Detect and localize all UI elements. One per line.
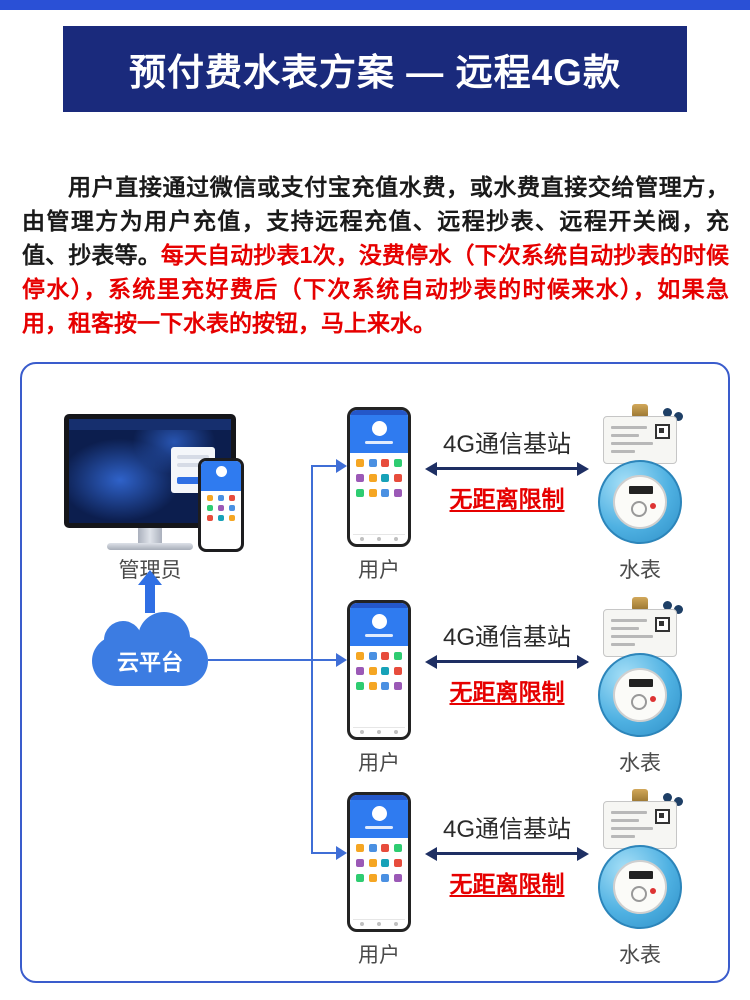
admin-monitor-icon [64,414,236,528]
meter-label: 水表 [619,944,661,967]
intro-paragraph: 用户直接通过微信或支付宝充值水费，或水费直接交给管理方，由管理方为用户充值，支持… [22,170,729,340]
monitor-stand-neck [138,528,162,543]
up-arrow-icon [138,570,162,614]
monitor-stand-base [107,543,193,550]
connector-cloud-line [208,659,312,661]
page-title: 预付费水表方案 — 远程4G款 [129,52,621,93]
qr-code-icon [655,617,670,632]
qr-code-icon [655,809,670,824]
admin-phone-icon [198,458,244,552]
double-arrow-icon [425,655,589,669]
monitor-screen [69,419,231,523]
limit-label: 无距离限制 [449,486,565,512]
user-label: 用户 [358,559,400,582]
user-label: 用户 [358,752,400,775]
water-meter-icon [595,789,685,931]
user-label: 用户 [358,944,400,967]
top-stripe [0,0,750,10]
user-phone-icon [347,792,411,932]
intro-text-black: 用户直接通过微信或支付宝充值水费，或水费直接交给管理方，由管理方为用户充值，支持… [22,174,729,268]
limit-label: 无距离限制 [449,679,565,705]
qr-code-icon [655,424,670,439]
meter-label: 水表 [619,559,661,582]
cloud-label: 云平台 [116,650,183,675]
avatar [371,614,387,629]
limit-label: 无距离限制 [449,871,565,897]
diagram-row-2: 用户 4G通信基站 无距离限制 水表 [347,597,687,789]
cloud-platform-icon: 云平台 [92,612,208,686]
double-arrow-icon [425,462,589,476]
arrowhead-icon [336,846,347,860]
water-meter-icon [595,404,685,546]
solution-diagram: 管理员 云平台 [20,362,730,983]
station-label: 4G通信基站 [442,816,571,843]
banner: 预付费水表方案 — 远程4G款 [63,26,687,112]
connector-branch-3 [311,852,338,854]
avatar [215,466,227,477]
diagram-row-3: 用户 4G通信基站 无距离限制 水表 [347,789,687,981]
water-meter-icon [595,597,685,739]
connector-branch-2 [311,659,338,661]
double-arrow-icon [425,847,589,861]
user-phone-icon [347,600,411,740]
station-label: 4G通信基站 [442,431,571,458]
diagram-row-1: 用户 4G通信基站 无距离限制 水表 [347,404,687,596]
connector-branch-1 [311,465,338,467]
avatar [371,806,387,821]
user-phone-icon [347,407,411,547]
avatar [371,421,387,436]
meter-label: 水表 [619,752,661,775]
arrowhead-icon [336,459,347,473]
arrowhead-icon [336,653,347,667]
station-label: 4G通信基站 [442,624,571,651]
intro-text-red: 每天自动抄表1次，没费停水（下次系统自动抄表的时候停水），系统里充好费后（下次系… [22,242,729,336]
